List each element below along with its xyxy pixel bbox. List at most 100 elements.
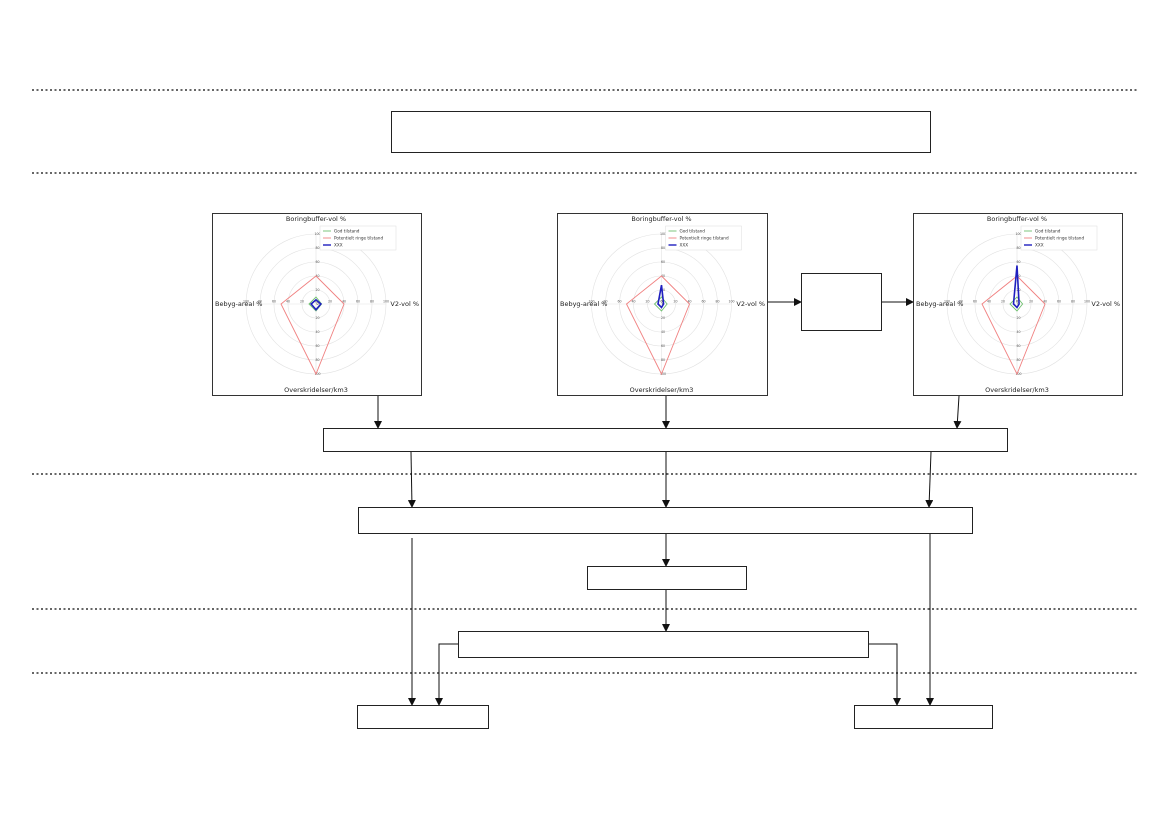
axis-label: Bebyg-areal % — [560, 300, 607, 308]
tick-label: 80 — [1016, 246, 1020, 250]
tick-label: 40 — [661, 330, 665, 334]
tick-label: 80 — [315, 246, 319, 250]
series-polygon — [981, 275, 1046, 376]
tick-label: 80 — [315, 358, 319, 362]
series-polygon — [1012, 265, 1020, 309]
tick-label: 60 — [661, 344, 665, 348]
tick-label: 100 — [314, 232, 320, 236]
tick-label: 100 — [1015, 372, 1021, 376]
tick-label: 0 — [1016, 300, 1018, 304]
legend-label: XXX — [334, 243, 343, 248]
arrow — [407, 451, 416, 508]
tick-label: 100 — [1015, 232, 1021, 236]
tick-label: 80 — [1016, 358, 1020, 362]
legend-frame — [665, 225, 742, 251]
tick-label: 80 — [370, 300, 374, 304]
tick-label: 100 — [660, 232, 666, 236]
tick-label: 80 — [959, 300, 963, 304]
tick-label: 20 — [1001, 300, 1005, 304]
arrow — [925, 451, 934, 508]
tick-label: 60 — [701, 300, 705, 304]
axis-label: Overskridelser/km3 — [284, 386, 348, 394]
tick-label: 20 — [661, 288, 665, 292]
series-polygon — [1009, 296, 1024, 312]
tick-label: 100 — [660, 372, 666, 376]
tick-label: 60 — [272, 300, 276, 304]
arrows — [374, 298, 962, 706]
axis-label: Overskridelser/km3 — [985, 386, 1049, 394]
tick-label: 0 — [1016, 300, 1018, 304]
tick-label: 80 — [603, 300, 607, 304]
aggregation-bar — [323, 428, 1008, 452]
tick-label: 80 — [1071, 300, 1075, 304]
tick-label: 100 — [588, 300, 594, 304]
tick-label: 40 — [315, 274, 319, 278]
lower-wide-box — [458, 631, 869, 658]
tick-label: 100 — [243, 300, 249, 304]
tick-label: 60 — [1057, 300, 1061, 304]
legend-label: God tilstand — [680, 229, 706, 234]
series-polygon — [657, 284, 665, 309]
series-polygon — [309, 298, 323, 311]
legend-label: XXX — [680, 243, 689, 248]
series-polygon — [308, 296, 323, 312]
tick-label: 80 — [661, 358, 665, 362]
tick-label: 60 — [617, 300, 621, 304]
tick-label: 40 — [315, 330, 319, 334]
axis-label: Boringbuffer-vol % — [286, 215, 346, 223]
legend-label: Potentielt ringe tilstand — [334, 236, 383, 241]
tick-label: 0 — [315, 300, 317, 304]
tick-label: 0 — [316, 302, 318, 306]
series-polygon — [653, 296, 668, 312]
legend-label: God tilstand — [334, 229, 360, 234]
tick-label: 100 — [1084, 300, 1090, 304]
tick-label: 100 — [383, 300, 389, 304]
tick-label: 20 — [661, 316, 665, 320]
tick-label: 40 — [631, 300, 635, 304]
tick-label: 60 — [973, 300, 977, 304]
tick-label: 60 — [661, 260, 665, 264]
tick-label: 20 — [1016, 316, 1020, 320]
axis-label: V2-vol % — [736, 300, 765, 308]
tick-label: 40 — [1016, 330, 1020, 334]
legend-label: God tilstand — [1035, 229, 1061, 234]
tick-label: 20 — [673, 300, 677, 304]
tick-label: 100 — [944, 300, 950, 304]
tick-label: 0 — [660, 300, 662, 304]
tick-label: 40 — [1043, 300, 1047, 304]
tick-label: 0 — [316, 302, 318, 306]
tick-label: 60 — [1016, 344, 1020, 348]
tick-label: 60 — [315, 344, 319, 348]
tick-label: 20 — [315, 288, 319, 292]
wide-box — [358, 507, 973, 534]
tick-label: 100 — [728, 300, 734, 304]
axis-label: Bebyg-areal % — [916, 300, 963, 308]
legend-label: Potentielt ringe tilstand — [680, 236, 729, 241]
middle-process-box — [801, 273, 882, 331]
tick-label: 40 — [987, 300, 991, 304]
legend-label: XXX — [1035, 243, 1044, 248]
tick-label: 20 — [645, 300, 649, 304]
legend-frame — [319, 225, 397, 251]
tick-label: 20 — [328, 300, 332, 304]
bottom-left-box — [357, 705, 489, 729]
tick-label: 60 — [315, 260, 319, 264]
tick-label: 20 — [300, 300, 304, 304]
arrow — [868, 643, 901, 706]
tick-label: 0 — [660, 300, 662, 304]
axis-label: Boringbuffer-vol % — [987, 215, 1047, 223]
tick-label: 100 — [314, 372, 320, 376]
tick-label: 40 — [687, 300, 691, 304]
arrow — [953, 395, 962, 429]
top-box — [391, 111, 931, 153]
axis-label: Bebyg-areal % — [215, 300, 262, 308]
tick-label: 40 — [286, 300, 290, 304]
